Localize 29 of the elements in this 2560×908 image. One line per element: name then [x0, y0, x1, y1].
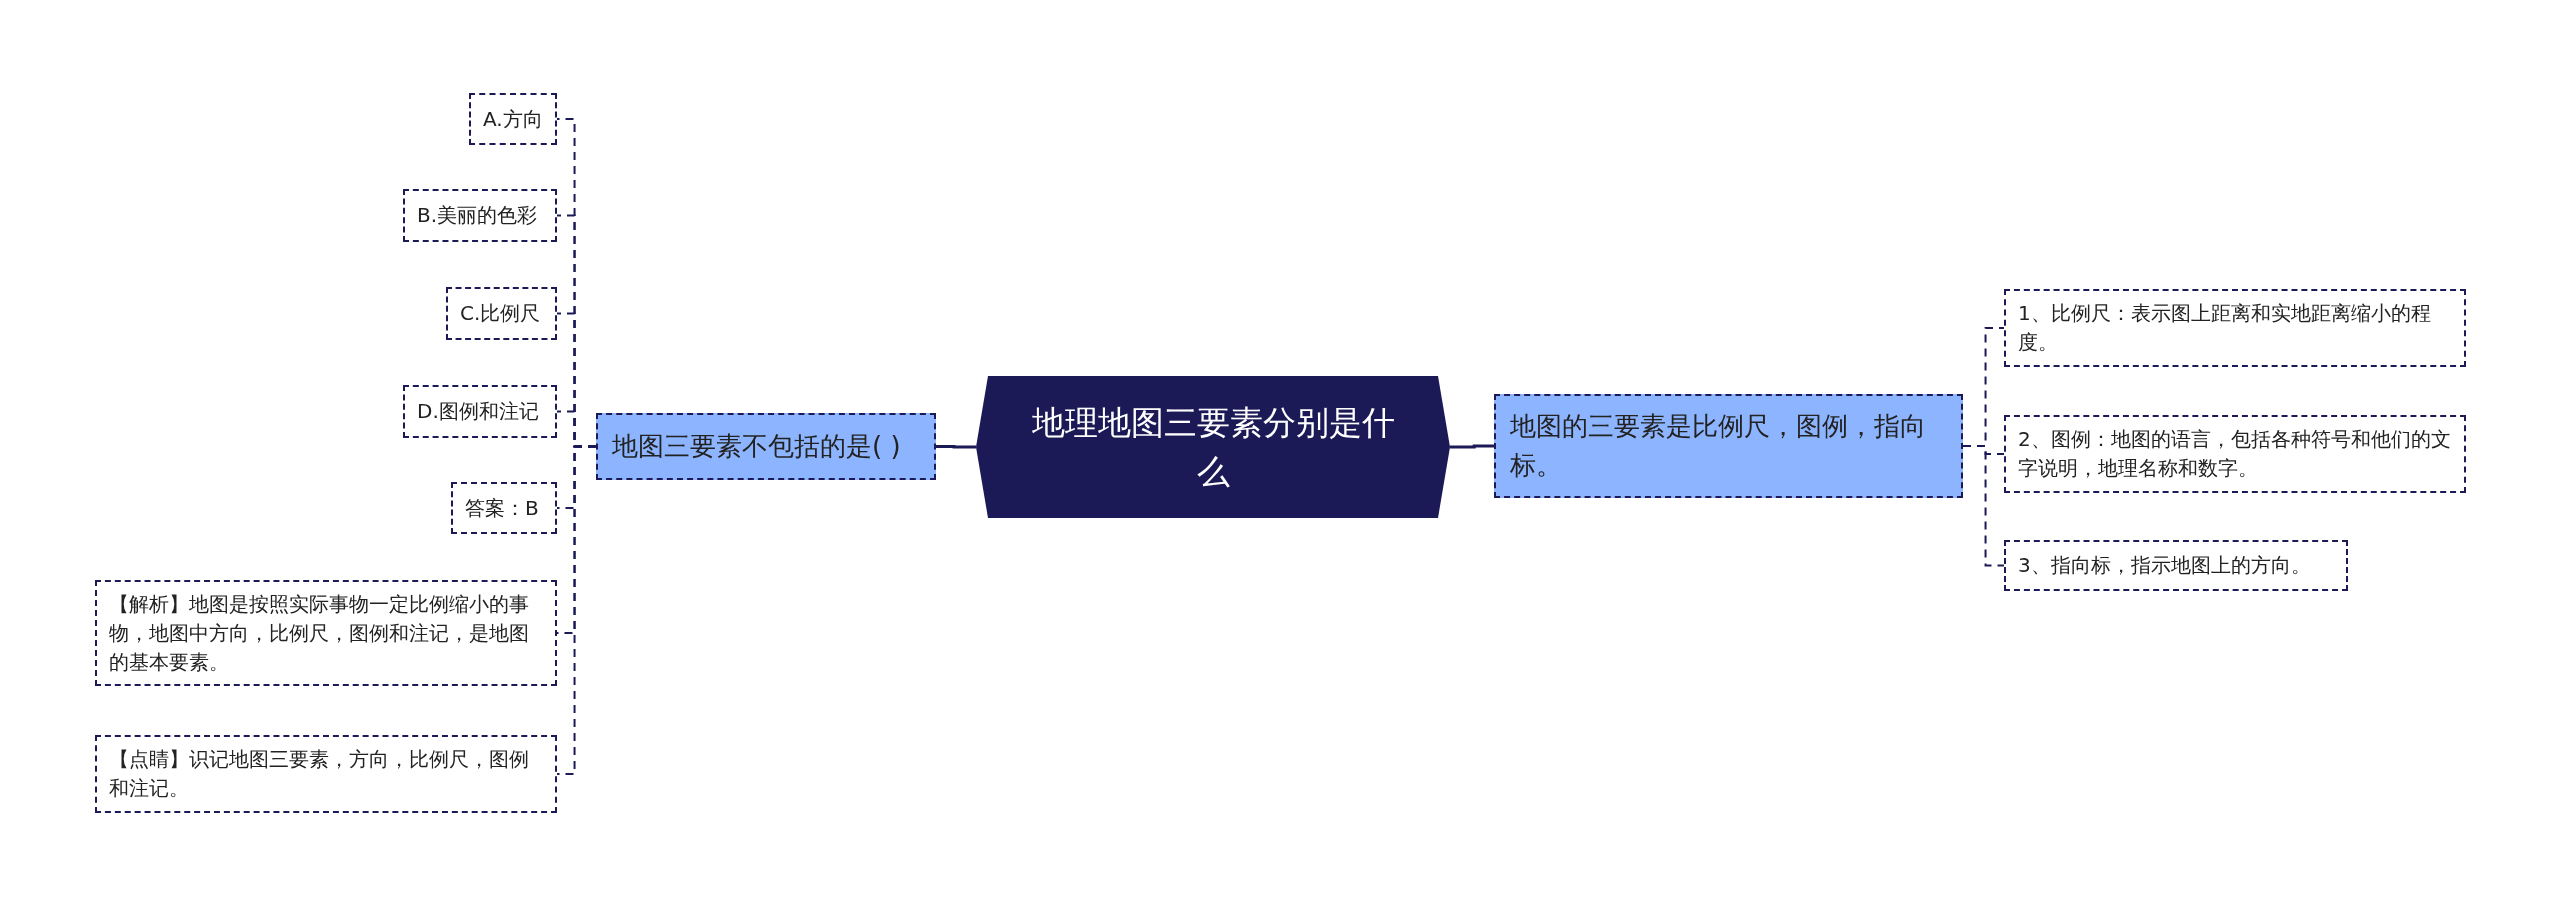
leaf-box [95, 580, 557, 686]
leaf-box [2004, 289, 2466, 367]
node-text: D.图例和注记 [417, 398, 539, 425]
leaf-box [451, 482, 557, 534]
leaf-box [403, 385, 557, 438]
node-text: 地图的三要素是比例尺，图例，指向标。 [1510, 410, 1927, 482]
node-text: 答案：B [465, 494, 539, 522]
node-text: 地图三要素不包括的是( ) [612, 430, 901, 463]
connector-line [1450, 444, 1494, 449]
node-text: C.比例尺 [460, 300, 541, 327]
connector-line [936, 445, 976, 449]
leaf-box [403, 189, 557, 242]
node-text: 【点睛】识记地图三要素，方向，比例尺，图例和注记。 [109, 746, 530, 802]
leaf-box [2004, 415, 2466, 493]
connector-line [556, 445, 597, 775]
branch-box [1494, 394, 1963, 498]
connector-line [1962, 445, 2005, 567]
leaf-box [469, 93, 557, 145]
node-text: 2、图例：地图的语言，包括各种符号和他们的文字说明，地理名称和数字。 [2018, 426, 2452, 482]
node-text: 3、指向标，指示地图上的方向。 [2018, 552, 2311, 579]
leaf-box [446, 287, 557, 340]
branch-box [596, 413, 936, 480]
leaf-box [95, 735, 557, 813]
node-text: 地理地图三要素分别是什么 [1030, 401, 1396, 493]
leaf-box [2004, 540, 2348, 591]
node-text: 1、比例尺：表示图上距离和实地距离缩小的程度。 [2018, 300, 2432, 356]
node-text: 【解析】地图是按照实际事物一定比例缩小的事物，地图中方向，比例尺，图例和注记，是地图的基本要素。 [109, 590, 530, 676]
node-text: B.美丽的色彩 [417, 202, 538, 229]
node-text: A.方向 [483, 105, 543, 133]
